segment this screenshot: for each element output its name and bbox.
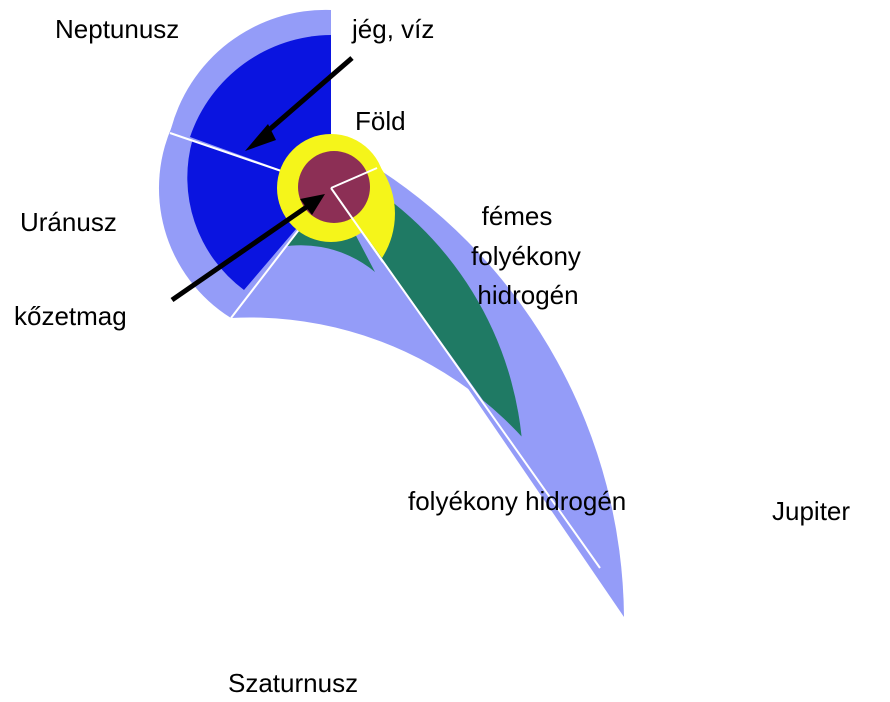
uranus-label: Uránusz bbox=[20, 207, 117, 237]
metallic-hydrogen-label-line3: hidrogén bbox=[477, 280, 578, 310]
metallic-hydrogen-label-line1: fémes bbox=[482, 201, 553, 231]
metallic-hydrogen-label-line2: folyékony bbox=[471, 241, 581, 271]
liquid-hydrogen-label: folyékony hidrogén bbox=[408, 486, 626, 516]
jupiter-label: Jupiter bbox=[772, 496, 850, 526]
ice-water-label: jég, víz bbox=[351, 14, 434, 44]
rocky-core-label: kőzetmag bbox=[14, 301, 127, 331]
saturn-label: Szaturnusz bbox=[228, 668, 358, 698]
neptune-label: Neptunusz bbox=[55, 14, 179, 44]
earth-label: Föld bbox=[355, 106, 406, 136]
